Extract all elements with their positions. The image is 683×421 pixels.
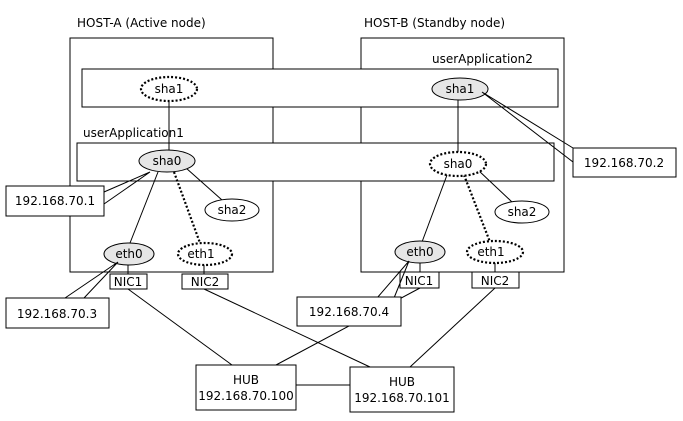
cable-a-nic1-hub1 — [127, 288, 233, 366]
host-a-title: HOST-A (Active node) — [77, 16, 206, 30]
host-b-sha1-node — [431, 77, 489, 101]
callout-a-sha0-ip: 192.168.70.1 — [15, 194, 95, 208]
host-b-title: HOST-B (Standby node) — [364, 16, 505, 30]
host-b-nic1-box — [399, 271, 440, 289]
hub1-name: HUB — [233, 373, 259, 387]
host-b-nic2-label: NIC2 — [481, 274, 510, 288]
hub2-box — [349, 366, 455, 413]
host-b-eth1-node — [465, 239, 525, 265]
hub1-ip: 192.168.70.100 — [198, 389, 293, 403]
host-a-nic1-label: NIC1 — [114, 275, 143, 289]
callout-b-sha1-pointer — [481, 91, 574, 163]
link-a-sha0-sha2 — [185, 167, 223, 201]
host-b-nic2-box — [471, 271, 520, 289]
hub2-name: HUB — [389, 375, 415, 389]
host-b-nic1-label: NIC1 — [405, 274, 434, 288]
callout-a-sha0-pointer — [103, 171, 151, 205]
host-a-nic1-box — [109, 273, 148, 290]
host-a-sha2-node — [204, 198, 260, 222]
link-b-sha0-eth0 — [421, 174, 448, 243]
host-a-eth0-label: eth0 — [115, 247, 142, 261]
callout-a-eth0-ip: 192.168.70.3 — [17, 307, 97, 321]
host-a-sha2-label: sha2 — [218, 203, 247, 217]
host-b-eth0-node — [394, 240, 446, 264]
host-b-sha2-node — [494, 200, 550, 224]
host-a-sha1-label: sha1 — [155, 82, 184, 96]
cable-a-nic2-hub2 — [203, 288, 371, 368]
callout-b-eth0-pointer — [376, 260, 410, 299]
host-b-eth0-label: eth0 — [406, 245, 433, 259]
host-a-eth0-node — [103, 242, 155, 266]
host-b-sha0-node — [428, 150, 488, 178]
cable-b-nic2-hub2 — [409, 287, 496, 368]
link-a-sha0-eth0 — [129, 171, 159, 244]
host-b-sha1-label: sha1 — [446, 82, 475, 96]
host-a-eth1-label: eth1 — [187, 247, 214, 261]
hub2-ip: 192.168.70.101 — [354, 391, 449, 405]
hub1-box — [195, 364, 297, 411]
host-a-eth1-node — [176, 241, 234, 267]
host-a-nic2-label: NIC2 — [191, 275, 220, 289]
link-a-sha0-eth1 — [172, 171, 202, 244]
callout-b-eth0-ip: 192.168.70.4 — [309, 305, 389, 319]
callout-b-sha1-box — [572, 147, 677, 178]
host-b-eth1-label: eth1 — [477, 245, 504, 259]
host-b-sha0-label: sha0 — [444, 157, 473, 171]
host-a-sha0-label: sha0 — [153, 154, 182, 168]
host-a-sha0-node — [138, 149, 196, 173]
callout-a-sha0-box — [5, 185, 105, 217]
callout-a-eth0-pointer — [64, 261, 119, 299]
host-a-nic2-box — [181, 273, 229, 290]
link-b-sha0-sha2 — [477, 169, 513, 203]
callout-b-sha1-ip: 192.168.70.2 — [584, 156, 664, 170]
callout-a-eth0-box — [5, 297, 110, 329]
host-a-sha1-node — [139, 75, 199, 103]
user-application1-label: userApplication1 — [83, 126, 184, 140]
user-application2-label: userApplication2 — [432, 52, 533, 66]
host-b-sha2-label: sha2 — [508, 205, 537, 219]
callout-b-eth0-box — [296, 296, 402, 327]
